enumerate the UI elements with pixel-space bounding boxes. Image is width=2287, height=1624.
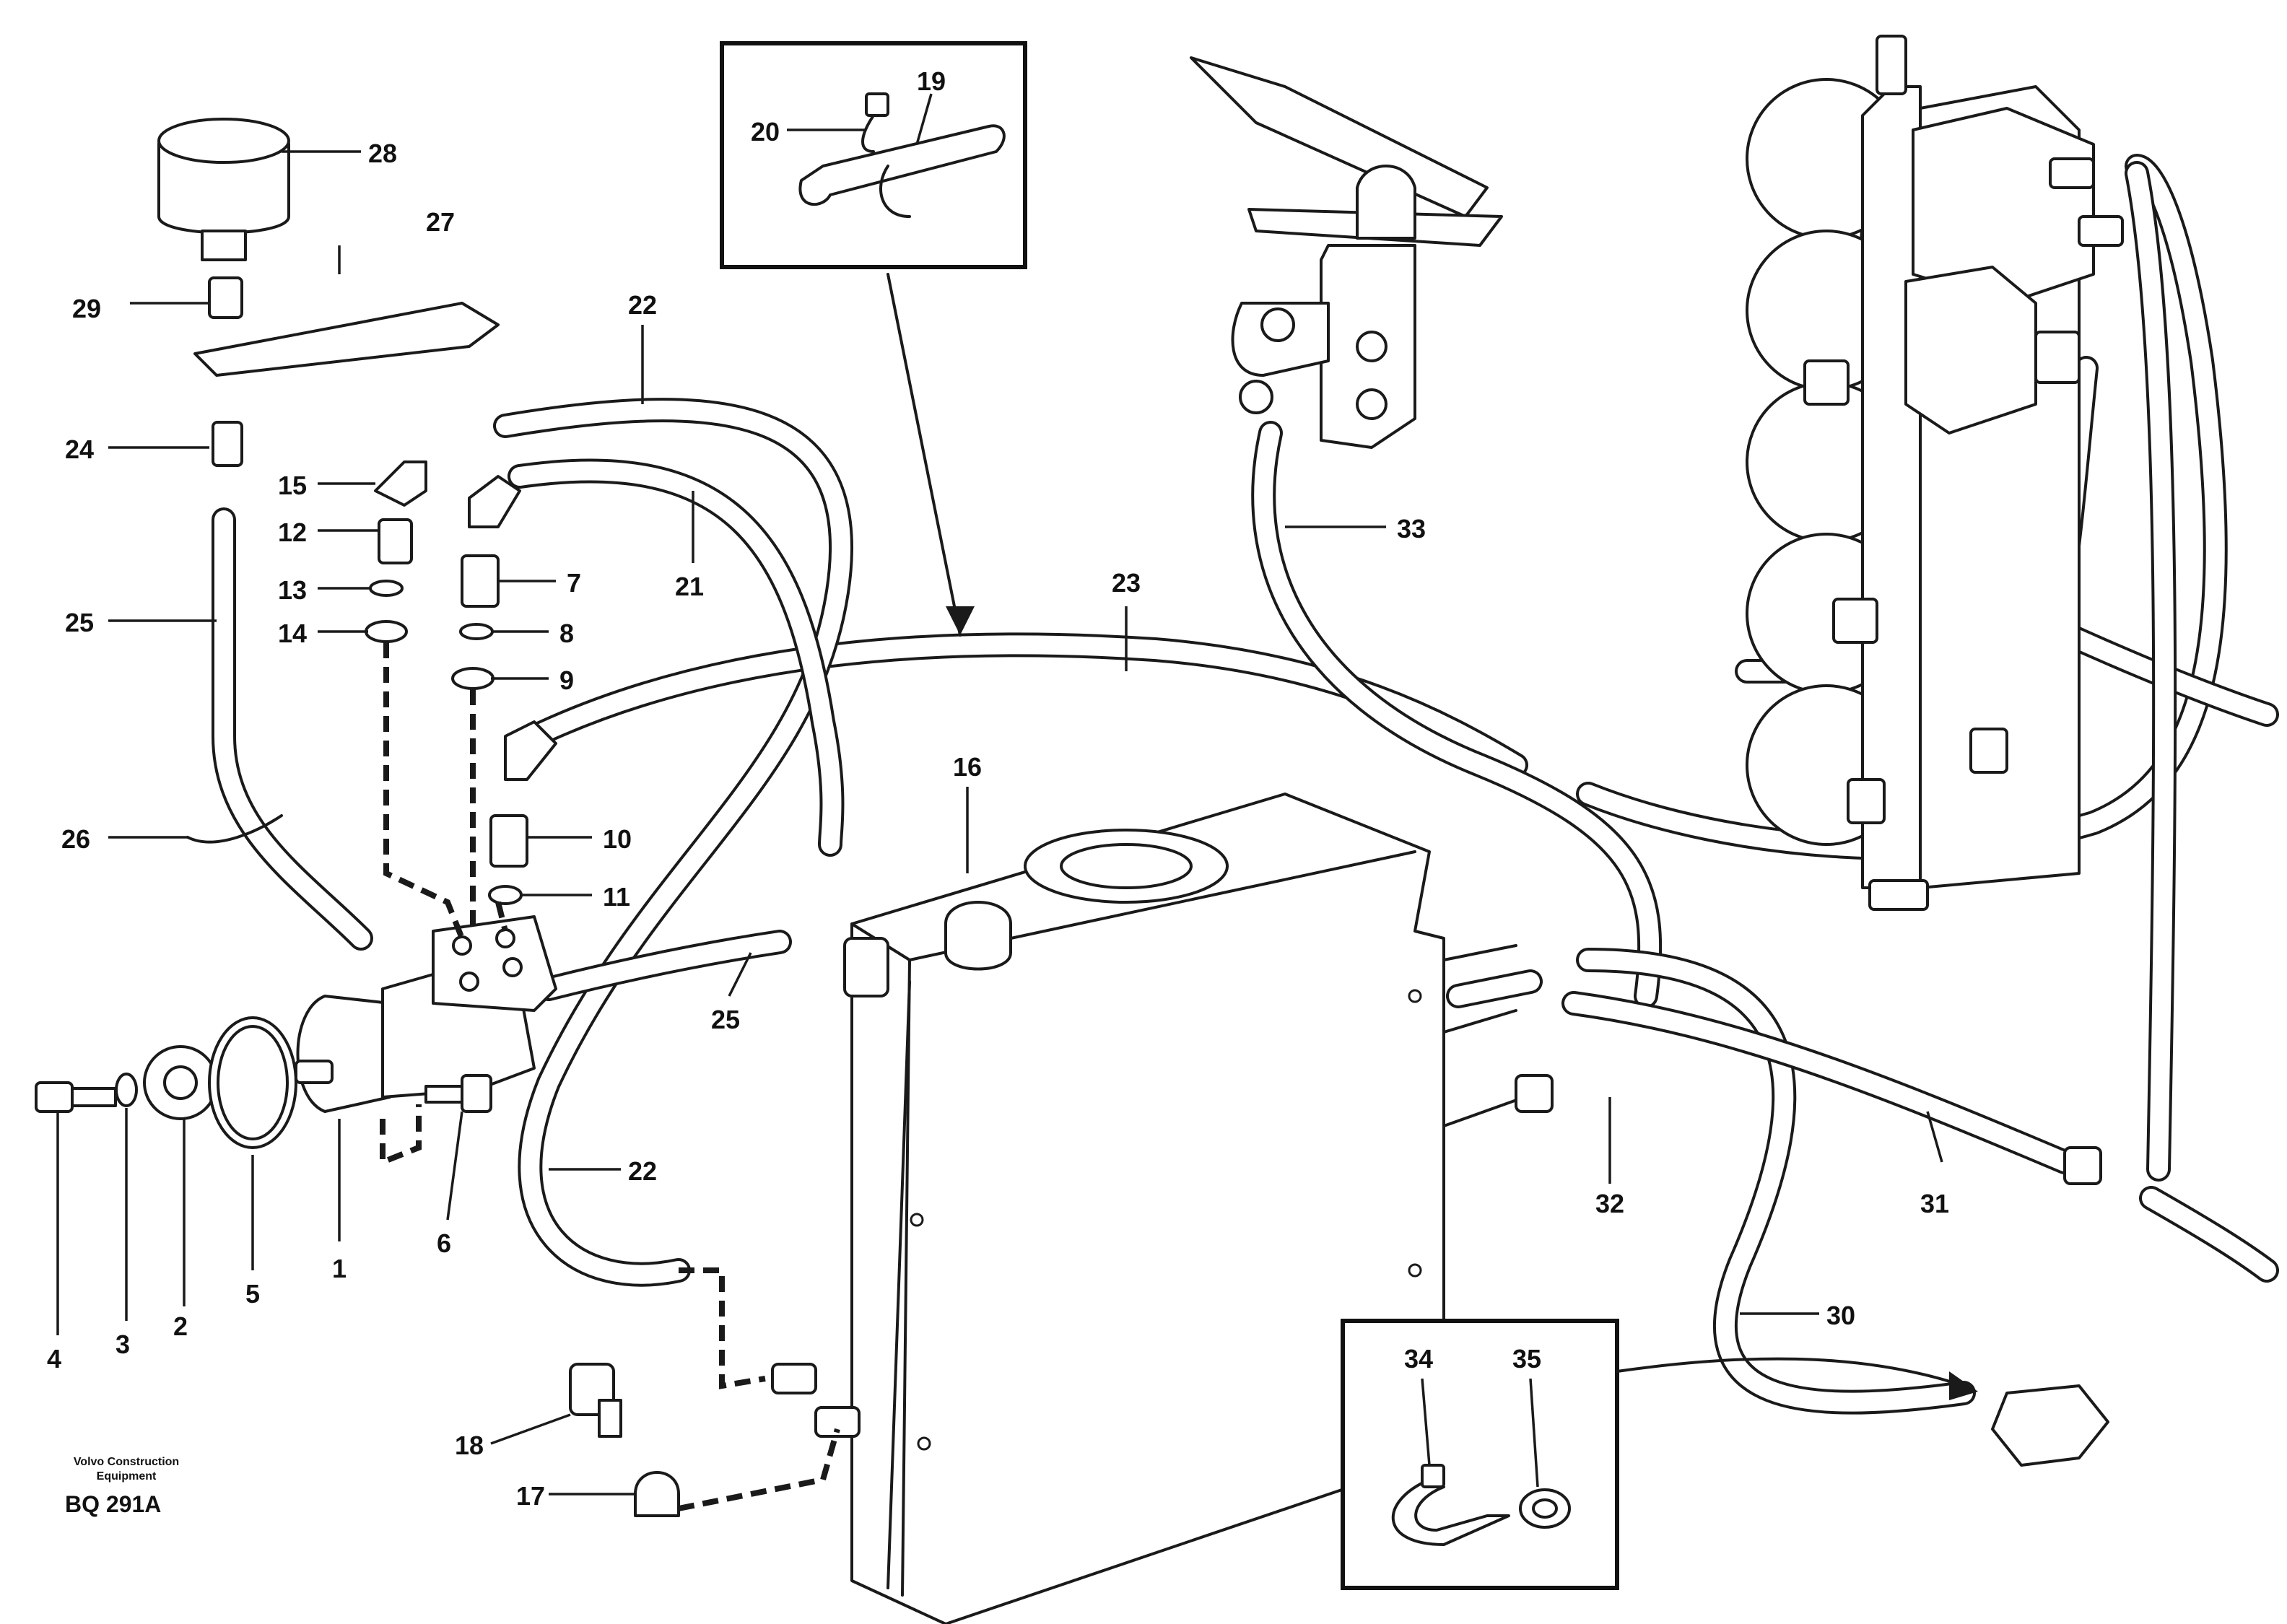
callout-20: 20 <box>751 117 780 147</box>
assembly-dashes <box>380 642 840 1511</box>
callout-17: 17 <box>516 1481 545 1511</box>
elbow-15 <box>374 460 427 507</box>
callout-18: 18 <box>455 1431 484 1460</box>
washer-3 <box>115 1073 138 1107</box>
callout-25b: 25 <box>711 1005 740 1034</box>
callout-9: 9 <box>559 665 574 695</box>
callout-29: 29 <box>72 294 101 323</box>
callout-31: 31 <box>1920 1189 1949 1218</box>
callout-27: 27 <box>426 207 455 237</box>
filler-cap <box>944 901 1012 971</box>
bolt-4 <box>35 1081 74 1113</box>
inset-cable-ties <box>1341 1319 1619 1590</box>
callout-16: 16 <box>953 752 982 782</box>
callout-21: 21 <box>675 572 704 601</box>
callout-22b: 22 <box>628 1156 657 1186</box>
brake-pedal-valve <box>1190 56 1503 449</box>
callout-10: 10 <box>603 824 632 854</box>
small-parts <box>35 118 2109 1517</box>
callout-3: 3 <box>116 1330 130 1359</box>
callout-6: 6 <box>437 1228 451 1258</box>
callout-33: 33 <box>1397 514 1426 543</box>
arrows <box>887 273 1978 1400</box>
clamp-26 <box>186 814 283 844</box>
inset-frame-bottom <box>1341 1319 1619 1590</box>
callout-7: 7 <box>567 568 581 598</box>
callout-12: 12 <box>278 518 307 547</box>
callout-15: 15 <box>278 471 307 500</box>
callout-28: 28 <box>368 139 397 168</box>
sight-glass <box>843 937 889 997</box>
callout-13: 13 <box>278 575 307 605</box>
callout-25a: 25 <box>65 608 94 637</box>
clip-20 <box>865 92 889 117</box>
seal-11 <box>488 885 523 905</box>
callout-11: 11 <box>603 882 630 912</box>
callout-19: 19 <box>917 66 946 96</box>
callout-1: 1 <box>332 1254 347 1283</box>
control-valve-block <box>1746 35 2124 911</box>
seal-8 <box>459 623 494 640</box>
callouts: 1 2 3 4 5 6 7 8 9 10 11 12 13 14 15 16 1… <box>47 66 1949 1511</box>
callout-5: 5 <box>245 1279 260 1309</box>
bolt-6 <box>461 1074 492 1113</box>
callout-23: 23 <box>1112 568 1141 598</box>
inset-hose-clamp <box>720 41 1027 269</box>
callout-2: 2 <box>173 1311 188 1341</box>
callout-30: 30 <box>1826 1301 1855 1330</box>
hydraulic-pump <box>295 915 557 1113</box>
adapter-7 <box>461 554 500 608</box>
leader-lines <box>56 93 1943 1496</box>
adapter-10 <box>489 814 528 868</box>
callout-22a: 22 <box>628 290 657 320</box>
maker-line-2: Equipment <box>97 1470 157 1483</box>
hose-22 <box>493 398 853 1287</box>
callout-26: 26 <box>61 824 90 854</box>
nipple-12 <box>378 518 413 564</box>
callout-32: 32 <box>1595 1189 1624 1218</box>
seal-14 <box>365 620 408 643</box>
callout-34: 34 <box>1404 1344 1433 1374</box>
drawing-id: BQ 291A <box>65 1491 161 1517</box>
callout-35: 35 <box>1512 1344 1541 1374</box>
connector-17 <box>634 1471 680 1517</box>
seal-13 <box>369 580 404 597</box>
seal-9 <box>451 667 495 690</box>
maker-line-1: Volvo Construction <box>74 1456 179 1468</box>
hoses <box>212 154 2279 1415</box>
tee-fitting <box>1991 1384 2109 1467</box>
maker-mark: Volvo Construction Equipment BQ 291A <box>65 1456 179 1517</box>
callout-24: 24 <box>65 435 94 464</box>
cable-tie-34 <box>1391 1478 1510 1546</box>
callout-4: 4 <box>47 1344 61 1374</box>
bracket-27 <box>193 302 500 377</box>
callout-14: 14 <box>278 619 307 648</box>
nipple-24 <box>212 421 243 467</box>
nut-29 <box>208 276 243 319</box>
callout-8: 8 <box>559 619 574 648</box>
hydraulic-tank <box>771 793 1546 1624</box>
